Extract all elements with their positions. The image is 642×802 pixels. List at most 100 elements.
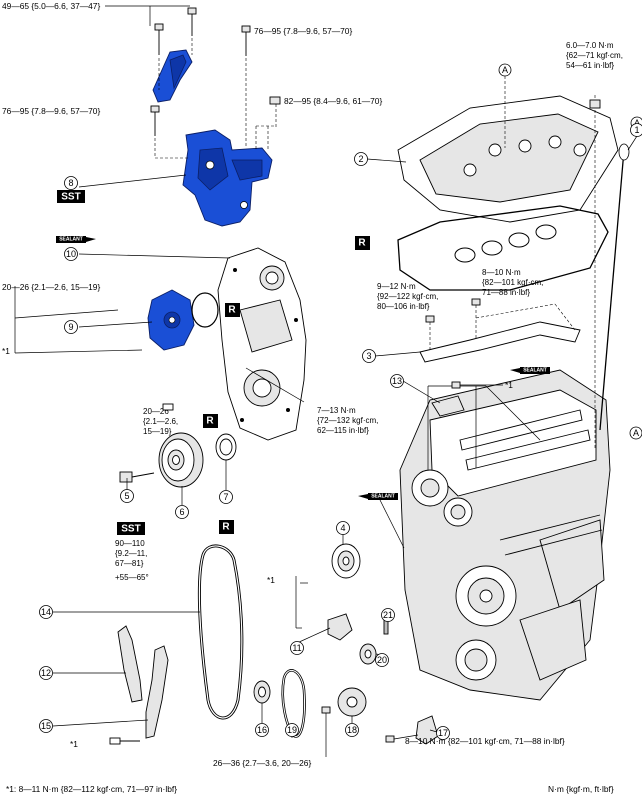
torque-label-7c: 80—106 in·lbf}	[377, 302, 430, 311]
part-callout-circle	[64, 247, 78, 261]
part-callout-17: 17	[436, 726, 450, 740]
engine-mount-bracket	[152, 49, 273, 227]
ref-mark-a-top: A	[502, 65, 508, 75]
torque-label-7a: 9—12 N·m	[377, 282, 416, 291]
part-callout-circle	[345, 723, 359, 737]
part-callout-circle	[285, 723, 299, 737]
torque-label-11a: 90—110	[115, 539, 145, 548]
torque-labels: 49—65 {5.0—6.6, 37—47} 76—95 {7.8—9.6, 5…	[2, 1, 623, 768]
badges: SST SST R R R R	[57, 190, 370, 535]
torque-label-13: 26—36 {2.7—3.6, 20—26}	[213, 758, 311, 768]
part-callout-4: 4	[336, 521, 350, 535]
ref-mark-a-right-bottom: A	[633, 428, 639, 438]
r-badge-1: R	[358, 238, 366, 249]
torque-label-5b: {62—71 kgf·cm,	[566, 51, 623, 60]
sealant-label-2: SEALANT	[523, 368, 547, 374]
torque-label-10c: 62—115 in·lbf}	[317, 426, 369, 435]
part-callout-8: 8	[64, 176, 78, 190]
part-callout-number: 9	[68, 322, 73, 332]
torque-label-11d: +55—65°	[115, 573, 149, 582]
part-callout-circle	[175, 505, 189, 519]
part-callout-circle	[64, 176, 78, 190]
chain-guide-rail-3	[419, 298, 581, 363]
part-callout-circle	[381, 608, 395, 622]
sealant-label-3: SEALANT	[371, 494, 395, 500]
sprocket-20	[359, 643, 377, 665]
torque-label-10b: {72—132 kgf·cm,	[317, 416, 378, 425]
star-mark-1: *1	[267, 575, 275, 585]
part-callout-2: 2	[354, 152, 368, 166]
part-callout-number: 19	[287, 725, 297, 735]
engine-block	[399, 369, 611, 701]
dipstick-1	[599, 143, 630, 431]
sealant-tubes: SEALANT SEALANT SEALANT	[56, 236, 550, 500]
r-badge-2: R	[228, 305, 236, 316]
part-callout-circle	[354, 152, 368, 166]
part-callout-circle	[336, 521, 350, 535]
part-callout-number: 12	[41, 668, 51, 678]
torque-label-8c: 71—88 in·lbf}	[482, 288, 530, 297]
part-callout-18: 18	[345, 723, 359, 737]
torque-label-9b: {2.1—2.6,	[143, 417, 178, 426]
chain-tensioner-11	[327, 613, 353, 641]
front-oil-seal	[215, 433, 237, 461]
torque-label-7b: {92—122 kgf·cm,	[377, 292, 438, 301]
bracket-bolts	[150, 7, 281, 159]
part-callout-circle	[255, 723, 269, 737]
part-callout-10: 10	[64, 247, 78, 261]
part-callout-14: 14	[39, 605, 53, 619]
blue-pump-cover	[147, 289, 195, 351]
part-callout-7: 7	[219, 490, 233, 504]
callout-leaders	[14, 135, 638, 738]
sealant-label-1: SEALANT	[59, 237, 83, 243]
part-callout-number: 17	[438, 728, 448, 738]
part-callout-circle	[39, 719, 53, 733]
part-callout-circle	[39, 666, 53, 680]
torque-label-9a: 20—26	[143, 407, 169, 416]
sst-badge-1: SST	[61, 192, 80, 203]
torque-label-5c: 54—61 in·lbf}	[566, 61, 614, 70]
ref-mark-a-right-top: A	[634, 118, 640, 128]
torque-label-12: 8—10 N·m {82—101 kgf·cm, 71—88 in·lbf}	[405, 736, 565, 746]
part-callout-number: 6	[179, 507, 184, 517]
part-callout-number: 5	[124, 491, 129, 501]
part-callout-circle	[120, 489, 134, 503]
part-callout-15: 15	[39, 719, 53, 733]
star-mark-2: *1	[70, 739, 78, 749]
part-callout-1: 1	[630, 123, 642, 137]
part-callout-number: 2	[358, 154, 363, 164]
part-callout-number: 15	[41, 721, 51, 731]
torque-label-11c: 67—81}	[115, 559, 144, 568]
part-callout-number: 3	[366, 351, 371, 361]
part-callout-16: 16	[255, 723, 269, 737]
oil-pump-sprocket-18	[337, 687, 367, 717]
part-callout-number: 1	[634, 125, 639, 135]
crankshaft-pulley	[158, 432, 204, 488]
timing-chain	[197, 544, 244, 720]
part-callout-20: 20	[375, 653, 389, 667]
timing-chain-cover	[217, 247, 307, 441]
part-callout-19: 19	[285, 723, 299, 737]
r-badge-3: R	[206, 416, 214, 427]
part-callout-number: 20	[377, 655, 387, 665]
torque-label-11b: {9.2—11,	[115, 549, 147, 558]
part-callout-3: 3	[362, 349, 376, 363]
part-callout-9: 9	[64, 320, 78, 334]
torque-label-3: 76—95 {7.8—9.6, 57—70}	[2, 106, 100, 116]
key-21	[383, 619, 389, 635]
part-callout-number: 16	[257, 725, 267, 735]
part-callout-number: 11	[292, 643, 301, 653]
cylinder-head-cover	[397, 95, 619, 223]
unit-note: N·m {kgf·m, ft·lbf}	[548, 784, 614, 794]
part-callout-number: 8	[68, 178, 73, 188]
head-cover-gasket	[397, 205, 609, 291]
part-callout-circle	[219, 490, 233, 504]
star-mark-4: *1	[505, 380, 513, 390]
part-callout-12: 12	[39, 666, 53, 680]
part-callout-circle	[362, 349, 376, 363]
oil-pump-chain	[281, 669, 306, 738]
part-callout-number: 7	[223, 492, 228, 502]
part-callout-number: 14	[41, 607, 51, 617]
